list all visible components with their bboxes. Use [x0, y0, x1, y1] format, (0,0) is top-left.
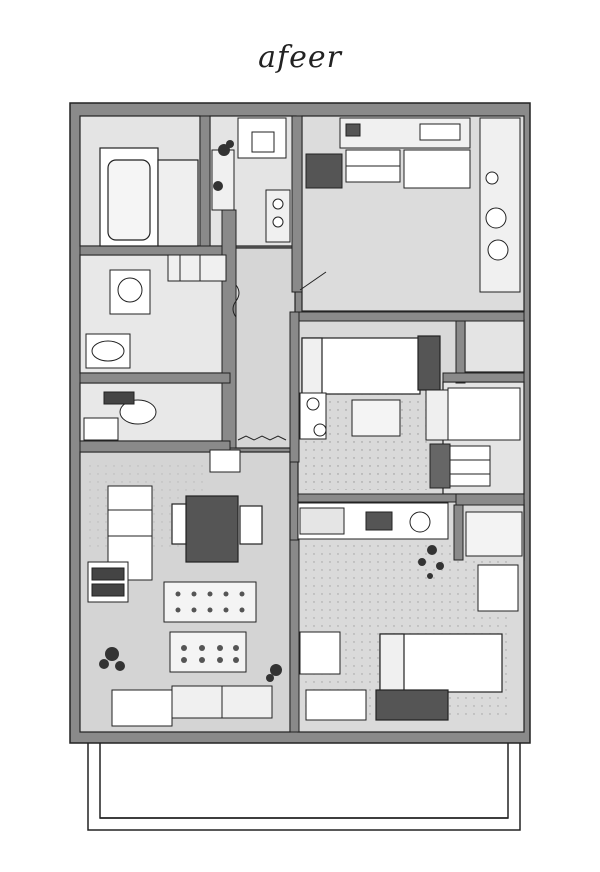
bathtub — [99, 147, 199, 247]
shoe-rack — [87, 561, 129, 603]
toilet-fixtures — [211, 117, 291, 243]
doors — [232, 271, 327, 441]
page-title: afeer — [258, 40, 342, 75]
rug — [163, 581, 257, 673]
kitchen-island — [107, 449, 241, 581]
kitchen-counter — [305, 117, 521, 293]
plant-icon — [99, 647, 282, 682]
sofa — [111, 685, 273, 727]
bedroom-furniture — [299, 392, 327, 440]
washroom-fixtures — [85, 254, 227, 369]
plant-icon — [418, 545, 444, 579]
rug-pattern — [175, 591, 245, 663]
desk — [297, 502, 449, 540]
plant-icon — [213, 140, 234, 191]
hallway — [234, 247, 296, 449]
closet — [464, 319, 525, 373]
rug — [351, 399, 401, 437]
balcony — [87, 741, 521, 831]
study-bed — [375, 633, 503, 721]
kitchen-shelf — [345, 149, 401, 183]
toilet — [83, 391, 157, 441]
study-furniture — [299, 564, 519, 721]
dining-table — [171, 495, 263, 563]
storage-furniture — [425, 387, 523, 557]
bed — [301, 335, 441, 395]
